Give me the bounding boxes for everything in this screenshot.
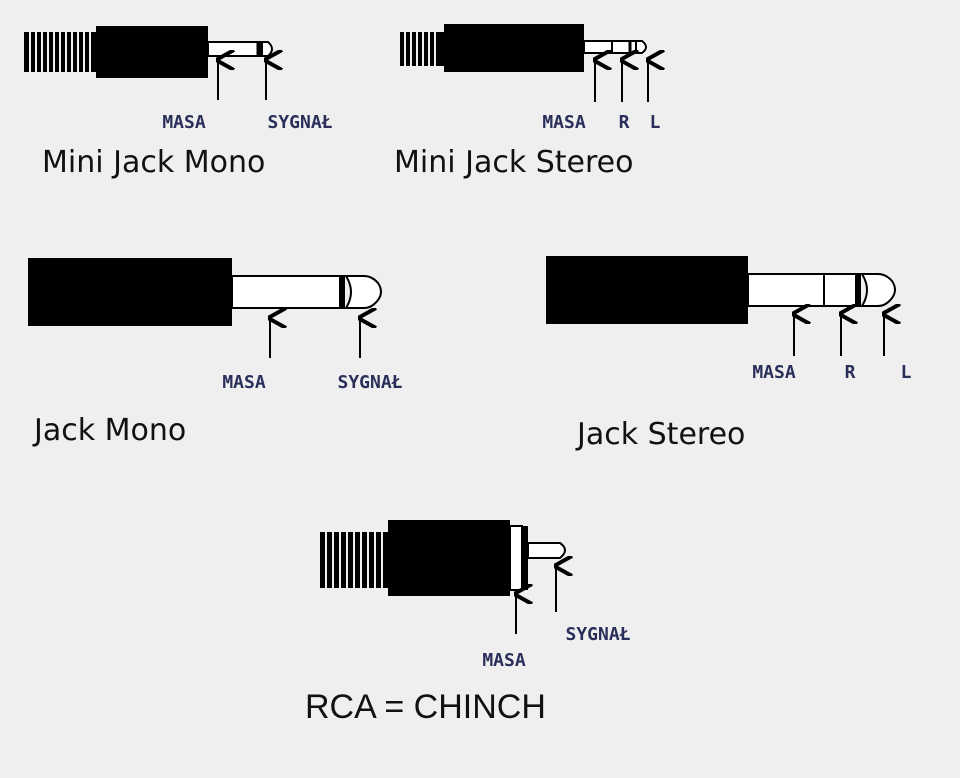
jack-stereo-masa-label: MASA xyxy=(752,362,796,383)
jack-mono-group: MASA SYGNAŁ Jack Mono xyxy=(28,258,403,448)
rca-masa-label: MASA xyxy=(482,650,526,671)
jack-mono-masa-label: MASA xyxy=(222,372,266,393)
jack-stereo-r-label: R xyxy=(845,362,856,383)
jack-mono-plug xyxy=(28,258,382,326)
jack-mono-sygnal-label: SYGNAŁ xyxy=(337,372,402,393)
rca-plug xyxy=(320,520,566,596)
jack-stereo-plug xyxy=(546,256,896,324)
mini-jack-stereo-plug xyxy=(400,24,647,72)
mini-jack-mono-group: MASA SYGNAŁ Mini Jack Mono xyxy=(24,26,333,180)
jack-stereo-l-label: L xyxy=(901,362,912,383)
jack-mono-caption: Jack Mono xyxy=(32,413,186,448)
mini-stereo-l-label: L xyxy=(650,112,661,133)
mini-mono-masa-label: MASA xyxy=(162,112,206,133)
rca-sygnal-label: SYGNAŁ xyxy=(565,624,630,645)
mini-jack-mono-plug xyxy=(24,26,273,78)
mini-jack-mono-caption: Mini Jack Mono xyxy=(42,145,265,180)
mini-jack-stereo-caption: Mini Jack Stereo xyxy=(394,145,634,180)
mini-jack-stereo-group: MASA R L Mini Jack Stereo xyxy=(394,24,661,180)
jack-stereo-group: MASA R L Jack Stereo xyxy=(546,256,912,452)
mini-stereo-masa-label: MASA xyxy=(542,112,586,133)
rca-group: MASA SYGNAŁ RCA = CHINCH xyxy=(305,520,631,726)
mini-mono-sygnal-label: SYGNAŁ xyxy=(267,112,332,133)
jack-stereo-caption: Jack Stereo xyxy=(575,417,745,452)
rca-caption: RCA = CHINCH xyxy=(305,688,546,726)
mini-stereo-r-label: R xyxy=(619,112,630,133)
